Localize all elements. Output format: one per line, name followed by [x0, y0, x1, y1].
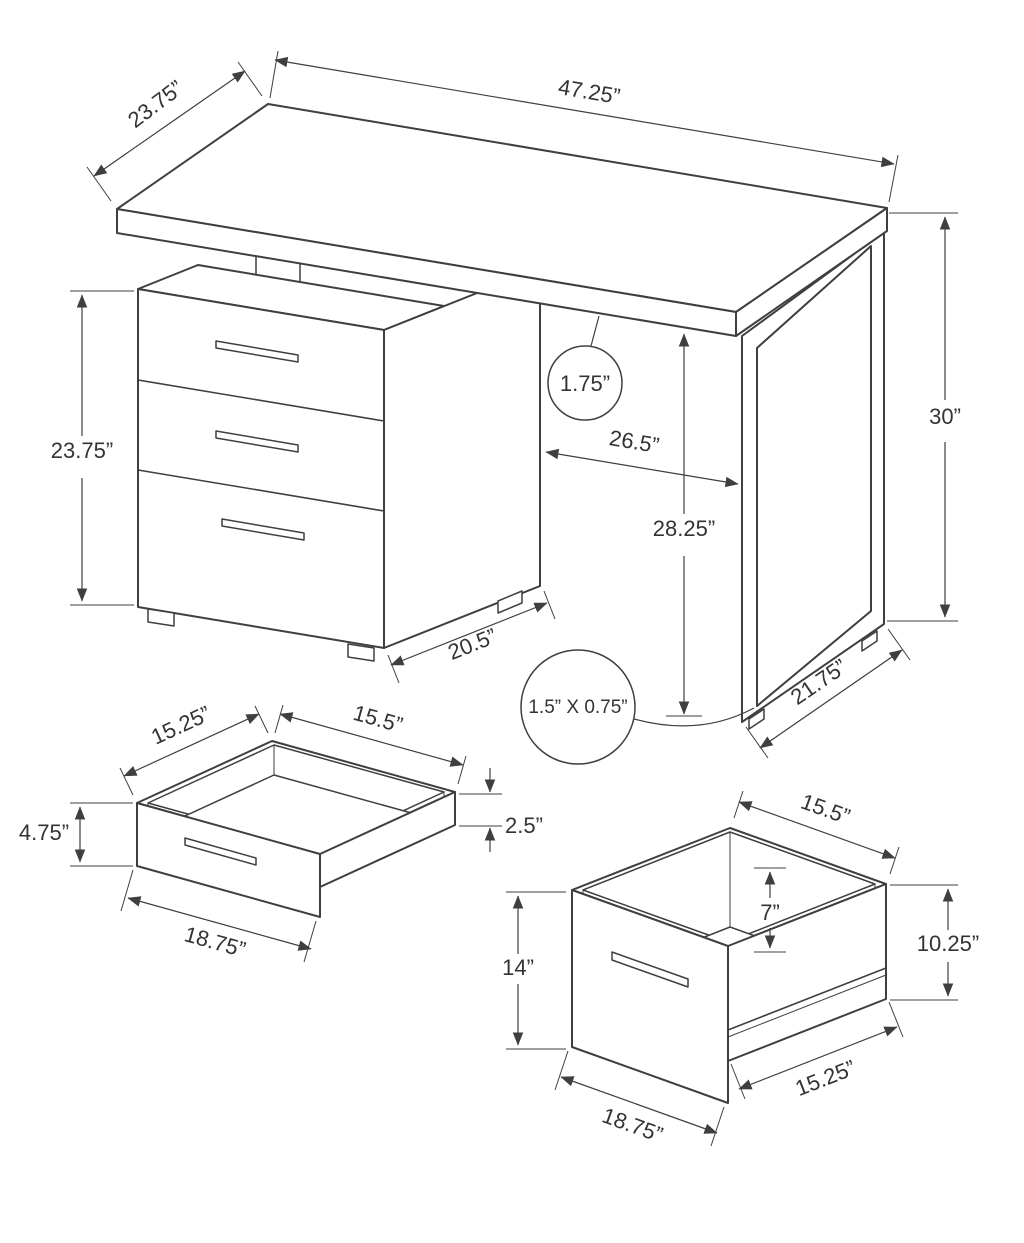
- desk-top-width-dim-label: 47.25”: [556, 74, 622, 109]
- leg-foot-back: [861, 630, 878, 652]
- knee-width-dim-label: 26.5”: [607, 425, 661, 458]
- leg-frame-inner: [756, 245, 872, 707]
- knee-height-dim-label: 28.25”: [653, 516, 715, 541]
- cabinet-foot-front-left: [147, 608, 175, 627]
- small-drawer-front-height-dim-label: 4.75”: [19, 820, 69, 845]
- file-drawer-rail: [727, 967, 887, 1031]
- file-drawer-front-height-dim-label: 14”: [502, 955, 534, 980]
- cabinet-depth-dim-label: 20.5”: [444, 623, 500, 665]
- drawer-handle-2: [215, 430, 299, 453]
- cabinet-height-dim-label: 23.75”: [51, 438, 113, 463]
- drawer-divider-1: [137, 379, 385, 422]
- file-drawer-side-height-dim-label: 10.25”: [917, 931, 979, 956]
- drawer-cabinet: [137, 264, 541, 662]
- small-drawer-depth-dim-label: 15.25”: [147, 701, 214, 750]
- drawer-handle-1: [215, 340, 299, 363]
- small-drawer-front-panel: [136, 802, 321, 918]
- small-drawer-handle: [184, 837, 257, 866]
- desktop-right-edge: [735, 207, 888, 337]
- drawer-handle-3: [221, 518, 305, 541]
- drawer-divider-2: [137, 469, 385, 512]
- leg-tube-dim-label: 1.5” X 0.75”: [528, 697, 627, 718]
- metal-leg-frame: [741, 231, 885, 730]
- cabinet-foot-front-right: [347, 643, 375, 662]
- small-drawer-front-width-dim-label: 18.75”: [182, 921, 249, 962]
- small-drawer-drawing: [136, 740, 456, 918]
- leg-tube-bubble: [520, 649, 636, 765]
- file-drawer-front-panel: [571, 889, 729, 1104]
- file-drawer-rail-depth-dim-label: 7”: [760, 900, 780, 925]
- small-drawer-width-dim-label: 15.5”: [351, 700, 406, 738]
- file-drawer-bottom-depth-dim-label: 15.25”: [792, 1055, 859, 1101]
- small-drawer-side-height-dim-label: 2.5”: [505, 813, 543, 838]
- desk-top-depth-dim-label: 23.75”: [123, 75, 188, 133]
- file-drawer-front-width-dim-label: 18.75”: [599, 1103, 666, 1148]
- file-drawer-handle: [611, 951, 689, 988]
- cabinet-front: [137, 288, 385, 649]
- top-thickness-bubble: [547, 345, 623, 421]
- desk-drawing: [116, 103, 888, 730]
- cabinet-side-panel: [383, 267, 541, 649]
- top-thickness-dim-label: 1.75”: [560, 371, 610, 396]
- file-drawer-top-width-dim-label: 15.5”: [798, 789, 854, 830]
- desk-height-dim-label: 30”: [929, 404, 961, 429]
